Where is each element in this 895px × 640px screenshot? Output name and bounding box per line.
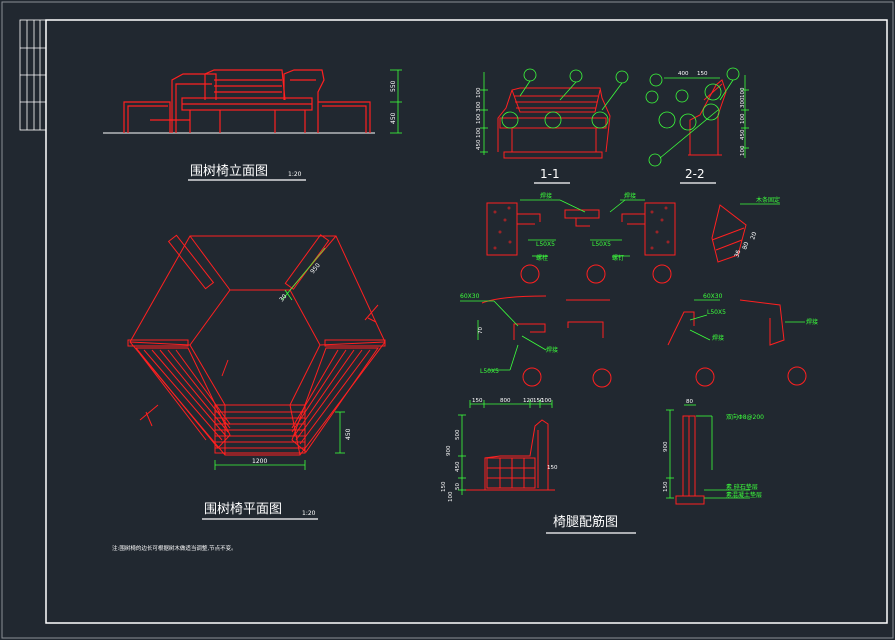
section-1-1-callouts xyxy=(480,68,629,155)
section-1-1 xyxy=(497,87,611,159)
dim-leg2-b: 150 xyxy=(663,481,669,492)
dim-s1-v4: 100 xyxy=(476,127,482,138)
label-tube-1: 60X30 xyxy=(460,293,480,300)
inner-frame xyxy=(45,19,888,624)
plan-dims xyxy=(214,247,345,470)
label-bolt: 螺栓 xyxy=(536,254,548,262)
label-steel-1: L50X5 xyxy=(536,241,555,248)
dim-s2-v3: 100 xyxy=(740,113,746,124)
dim-elev-bottom: 450 xyxy=(390,112,397,124)
elevation-dims xyxy=(390,69,402,134)
label-bolt-2: 螺钉 xyxy=(612,254,624,262)
elevation-scale: 1:20 xyxy=(288,171,302,178)
label-tube-2: 60X30 xyxy=(703,293,723,300)
detail-row-1-leaders xyxy=(520,199,780,257)
section-2-2-callouts xyxy=(645,67,749,167)
section-2-title: 2-2 xyxy=(685,167,705,181)
dim-leg-w5: 100 xyxy=(541,398,552,404)
label-weld-row2b: 焊接 xyxy=(712,334,724,342)
dim-leg-h2: 900 xyxy=(446,445,452,456)
detail-row-2-leaders xyxy=(460,299,805,371)
dim-leg-h5: 50 xyxy=(455,483,461,490)
dim-leg-h1: 500 xyxy=(455,429,461,440)
label-weld-row2: 焊接 xyxy=(546,346,558,354)
dim-leg-h4: 150 xyxy=(441,481,447,492)
detail-row-1 xyxy=(486,202,747,284)
title-strip xyxy=(19,19,47,131)
label-angle-1: 36 xyxy=(733,249,742,259)
dim-leg-w3: 120 xyxy=(523,398,534,404)
label-steel-3: L50X5 xyxy=(480,368,499,375)
detail-row-2 xyxy=(481,295,807,388)
label-steel-4: L50X5 xyxy=(707,309,726,316)
dim-leg-w1: 150 xyxy=(472,398,483,404)
dim-s1-v2: 300 xyxy=(476,101,482,112)
dim-leg-h6: 100 xyxy=(448,491,454,502)
plan-view xyxy=(127,234,386,456)
dim-s2-v1: 100 xyxy=(740,87,746,98)
label-base-2: 素混凝土垫层 xyxy=(726,491,762,499)
dim-elev-top: 550 xyxy=(390,80,397,92)
label-angle-3: 20 xyxy=(749,231,758,241)
label-weld-1: 焊接 xyxy=(540,192,552,200)
label-steel-2: L50X5 xyxy=(592,241,611,248)
rebar-title: 椅腿配筋图 xyxy=(553,514,618,530)
dim-plan-depth: 450 xyxy=(345,428,352,440)
dim-s2-v2: 300 xyxy=(740,97,746,108)
dim-s2-h2: 150 xyxy=(697,71,708,77)
leg-rebar-dims xyxy=(458,400,750,499)
dim-s1-v5: 450 xyxy=(476,139,482,150)
label-weld-row2c: 焊接 xyxy=(806,318,818,326)
label-r1: 70 xyxy=(478,327,484,334)
elevation-title: 围树椅立面图 xyxy=(190,164,268,179)
dim-s1-v1: 100 xyxy=(476,87,482,98)
dim-plan-side: 1200 xyxy=(252,458,267,465)
plan-title: 围树椅平面图 xyxy=(204,502,282,517)
dim-leg2-h: 900 xyxy=(663,441,669,452)
dim-leg2-w: 80 xyxy=(686,399,693,405)
elevation-view xyxy=(103,69,375,134)
label-rebar-note: 双向Φ8@200 xyxy=(726,413,764,421)
label-angle-2: 80 xyxy=(741,241,750,251)
dim-s2-v4: 450 xyxy=(740,129,746,140)
detail-hatch xyxy=(493,206,670,250)
dim-leg-w2: 800 xyxy=(500,398,511,404)
dim-leg-h3: 450 xyxy=(455,461,461,472)
label-weld-2: 焊接 xyxy=(624,192,636,200)
drawing-note: 注:围树椅的边长可根据树木做适当调整,节点不变。 xyxy=(112,544,237,552)
label-base-1: 素 碎石垫层 xyxy=(726,483,758,491)
dim-plan-small: 30 xyxy=(278,293,288,303)
section-2-2 xyxy=(688,79,727,156)
label-detail-1: 木条固定 xyxy=(756,196,780,204)
leg-rebar xyxy=(465,415,705,505)
dim-s2-h1: 400 xyxy=(678,71,689,77)
section-1-title: 1-1 xyxy=(540,167,560,181)
plan-scale: 1:20 xyxy=(302,510,316,517)
dim-s2-v5: 100 xyxy=(740,145,746,156)
dim-leg-w4: 150 xyxy=(533,398,544,404)
dim-leg-r: 150 xyxy=(547,465,558,471)
dim-s1-v3: 100 xyxy=(476,113,482,124)
dim-plan-slat: 950 xyxy=(309,262,322,275)
